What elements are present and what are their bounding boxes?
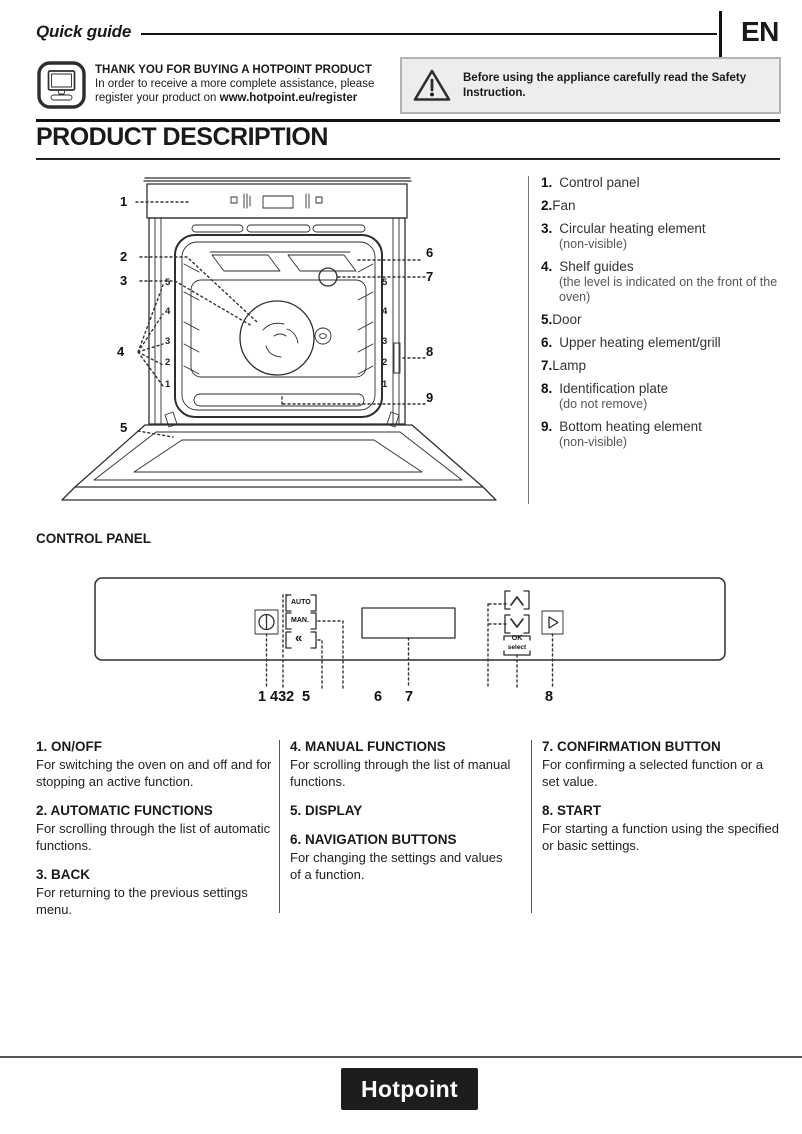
part-row: 8.Identification plate(do not remove): [541, 381, 783, 412]
oven-diagram: [61, 177, 497, 501]
part-row: 1.Control panel: [541, 175, 640, 190]
desc-body: For starting a function using the specif…: [542, 821, 780, 853]
part-name: Identification plate: [559, 381, 669, 396]
thank-you-block: THANK YOU FOR BUYING A HOTPOINT PRODUCT …: [95, 63, 405, 105]
part-note: (non-visible): [559, 435, 628, 449]
part-name: Upper heating element/grill: [559, 335, 721, 350]
cp-callout-7: 7: [405, 689, 414, 705]
shelf-level-left-1: 1: [165, 379, 171, 390]
back-button-icon[interactable]: «: [295, 630, 303, 645]
shelf-level-right-5: 5: [382, 277, 388, 288]
parts-list: 1.Control panel 2.Fan 3.Circular heating…: [541, 175, 783, 457]
part-name: Lamp: [552, 358, 587, 373]
section-rule-top: [36, 119, 780, 122]
shelf-level-right-2: 2: [382, 357, 388, 368]
column-divider-1: [279, 740, 280, 913]
ok-button-label[interactable]: OK: [511, 635, 523, 642]
part-name: Door: [552, 312, 582, 327]
part-name: Circular heating element: [559, 221, 706, 236]
descriptions-column-2: 4. MANUAL FUNCTIONS For scrolling throug…: [290, 739, 516, 896]
part-row: 2.Fan: [541, 198, 576, 213]
product-description-title: PRODUCT DESCRIPTION: [36, 123, 328, 151]
descriptions-column-1: 1. ON/OFF For switching the oven on and …: [36, 739, 273, 931]
shelf-level-right-3: 3: [382, 336, 388, 347]
desc-body: For scrolling through the list of automa…: [36, 821, 271, 853]
auto-button-label[interactable]: AUTO: [291, 599, 311, 606]
shelf-level-left-2: 2: [165, 357, 171, 368]
oven-callout-3: 3: [120, 273, 128, 288]
parts-list-separator: [528, 176, 529, 504]
desc-body: For changing the settings and values of …: [290, 850, 503, 882]
oven-callout-6: 6: [426, 245, 434, 260]
manual-button-label[interactable]: MAN.: [291, 617, 309, 624]
shelf-level-right-1: 1: [382, 379, 388, 390]
cp-callout-6: 6: [374, 689, 383, 705]
cp-callout-1: 1: [258, 689, 267, 705]
cp-callout-5: 5: [302, 689, 311, 705]
doc-title: Quick guide: [36, 22, 132, 41]
part-row: 3.Circular heating element(non-visible): [541, 221, 783, 252]
header-divider: [719, 11, 722, 58]
desc-title: 8. START: [542, 803, 602, 818]
desc-title: 5. DISPLAY: [290, 803, 363, 818]
desc-title: 3. BACK: [36, 867, 91, 882]
control-panel-diagram: [94, 577, 726, 689]
section-rule-bottom: [36, 158, 780, 160]
shelf-level-left-4: 4: [165, 306, 171, 317]
desc-body: For scrolling through the list of manual…: [290, 757, 511, 789]
footer-rule: [0, 1056, 802, 1058]
cp-callout-432: 432: [270, 689, 295, 705]
warning-text: Before using the appliance carefully rea…: [463, 72, 747, 99]
descriptions-column-3: 7. CONFIRMATION BUTTON For confirming a …: [542, 739, 782, 867]
part-note: (the level is indicated on the front of …: [559, 275, 778, 304]
desc-title: 6. NAVIGATION BUTTONS: [290, 832, 457, 847]
oven-callout-8: 8: [426, 344, 434, 359]
oven-callout-4: 4: [117, 344, 125, 359]
desc-title: 2. AUTOMATIC FUNCTIONS: [36, 803, 213, 818]
part-note: (non-visible): [559, 237, 628, 251]
part-name: Shelf guides: [559, 259, 634, 274]
oven-callout-5: 5: [120, 420, 128, 435]
cp-callout-8: 8: [545, 689, 554, 705]
warning-triangle-icon: [413, 69, 451, 101]
thank-you-line2: register your product on: [95, 92, 220, 104]
part-name: Fan: [552, 198, 576, 213]
part-name: Bottom heating element: [559, 419, 702, 434]
part-row: 6.Upper heating element/grill: [541, 335, 721, 350]
part-note: (do not remove): [559, 397, 648, 411]
select-button-label[interactable]: select: [507, 644, 527, 651]
oven-callout-2: 2: [120, 249, 128, 264]
safety-warning-box: Before using the appliance carefully rea…: [400, 57, 781, 114]
shelf-level-left-5: 5: [165, 277, 171, 288]
register-url[interactable]: www.hotpoint.eu/register: [219, 92, 358, 104]
shelf-level-right-4: 4: [382, 306, 388, 317]
part-name: Control panel: [559, 175, 640, 190]
desc-body: For switching the oven on and off and fo…: [36, 757, 272, 789]
control-panel-title: CONTROL PANEL: [36, 531, 152, 546]
desc-body: For returning to the previous settings m…: [36, 885, 248, 917]
part-row: 5.Door: [541, 312, 582, 327]
thank-you-title: THANK YOU FOR BUYING A HOTPOINT PRODUCT: [95, 64, 372, 76]
column-divider-2: [531, 740, 532, 913]
part-row: 4.Shelf guides(the level is indicated on…: [541, 259, 783, 305]
part-row: 9.Bottom heating element(non-visible): [541, 419, 783, 450]
oven-callout-1: 1: [120, 194, 128, 209]
desc-body: For confirming a selected function or a …: [542, 757, 764, 789]
desc-title: 7. CONFIRMATION BUTTON: [542, 739, 721, 754]
header-rule: [141, 33, 717, 35]
oven-callout-9: 9: [426, 390, 434, 405]
desc-title: 1. ON/OFF: [36, 739, 103, 754]
language-code: EN: [741, 16, 779, 47]
desc-title: 4. MANUAL FUNCTIONS: [290, 739, 446, 754]
oven-callout-7: 7: [426, 269, 434, 284]
part-row: 7.Lamp: [541, 358, 587, 373]
shelf-level-left-3: 3: [165, 336, 171, 347]
hotpoint-logo: Hotpoint: [341, 1068, 478, 1110]
thank-you-line1: In order to receive a more complete assi…: [95, 78, 375, 90]
computer-monitor-icon: [37, 61, 86, 109]
